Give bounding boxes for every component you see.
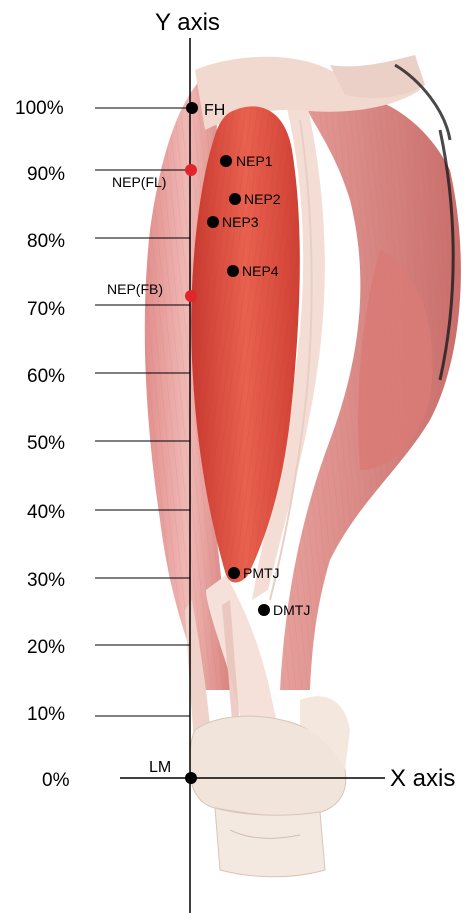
label-nep3: NEP3 bbox=[222, 214, 259, 230]
tick-label-0: 0% bbox=[42, 770, 70, 791]
point-pmtj bbox=[228, 567, 240, 579]
tick-label-40: 40% bbox=[27, 502, 65, 523]
tick-label-30: 30% bbox=[27, 570, 65, 591]
tick-label-50: 50% bbox=[27, 433, 65, 454]
tick-20: 20% bbox=[27, 637, 190, 658]
tick-label-20: 20% bbox=[27, 637, 65, 658]
label-lm: LM bbox=[149, 759, 171, 776]
tibia-top bbox=[215, 808, 325, 877]
x-axis-title: X axis bbox=[390, 765, 455, 792]
tick-10: 10% bbox=[27, 704, 190, 725]
label-dmtj: DMTJ bbox=[273, 602, 310, 618]
label-pmtj: PMTJ bbox=[243, 565, 280, 581]
tick-label-60: 60% bbox=[27, 366, 65, 387]
point-nep-fb bbox=[185, 290, 197, 302]
point-nep-fl bbox=[185, 164, 197, 176]
point-nep3 bbox=[207, 216, 219, 228]
point-nep2 bbox=[229, 193, 241, 205]
point-nep4 bbox=[227, 265, 239, 277]
label-nep2: NEP2 bbox=[244, 191, 281, 207]
tick-label-100: 100% bbox=[15, 98, 64, 119]
tick-label-70: 70% bbox=[27, 299, 65, 320]
point-dmtj bbox=[258, 604, 270, 616]
thigh-illustration bbox=[145, 55, 461, 877]
label-nep4: NEP4 bbox=[242, 263, 279, 279]
label-nep-fb: NEP(FB) bbox=[107, 281, 163, 297]
tick-label-90: 90% bbox=[27, 164, 65, 185]
y-axis-title: Y axis bbox=[155, 9, 220, 36]
point-lm bbox=[185, 772, 197, 784]
point-nep1 bbox=[220, 155, 232, 167]
point-fh bbox=[186, 102, 198, 114]
label-nep-fl: NEP(FL) bbox=[112, 174, 166, 190]
tick-30: 30% bbox=[27, 570, 190, 591]
tick-0: 0% bbox=[42, 770, 70, 791]
label-nep1: NEP1 bbox=[236, 153, 273, 169]
tick-label-80: 80% bbox=[27, 231, 65, 252]
label-fh: FH bbox=[204, 102, 225, 119]
tick-label-10: 10% bbox=[27, 704, 65, 725]
tick-100: 100% bbox=[15, 98, 190, 119]
